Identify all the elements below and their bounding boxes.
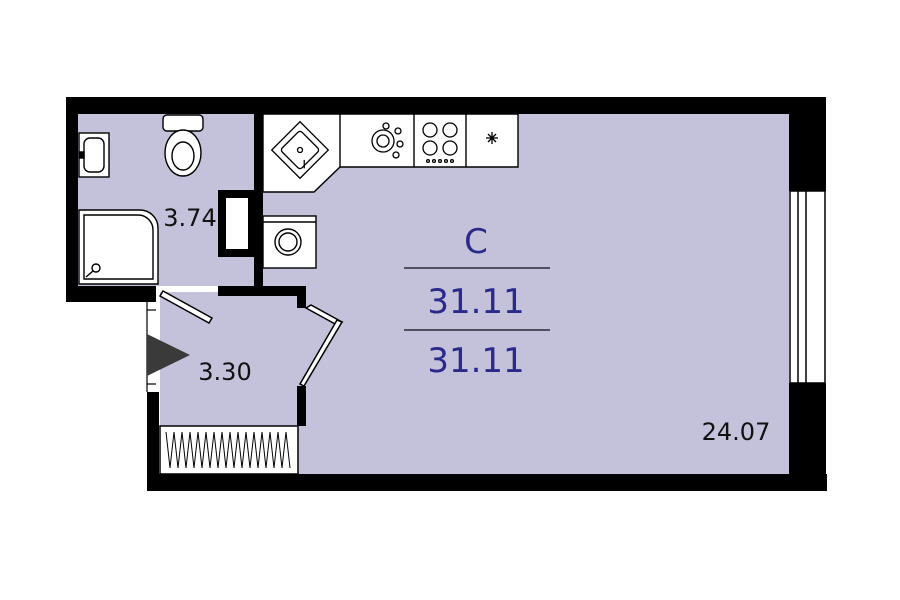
fridge-icon — [486, 132, 498, 144]
apartment-type-label: С — [464, 222, 488, 262]
main-room-floor — [262, 114, 789, 474]
entrance-arrow-icon — [147, 334, 190, 376]
wall-right-lower — [789, 383, 826, 491]
wall-bathroom-bottom — [66, 286, 156, 302]
hallway-area-label: 3.30 — [198, 358, 251, 386]
walls — [66, 97, 827, 491]
wall-top — [66, 97, 826, 114]
wall-hallway-right — [297, 286, 306, 308]
wardrobe-icon — [159, 425, 299, 475]
window — [789, 190, 826, 384]
wall-right-upper — [789, 97, 826, 191]
kitchen-sink-icon — [270, 120, 330, 180]
main-room-door — [298, 304, 344, 387]
total-area-label: 31.11 — [427, 282, 524, 322]
wall-partition-vertical — [254, 114, 263, 290]
washbasin-icon — [78, 132, 110, 178]
wall-hallway-right-lower — [297, 386, 306, 426]
bathroom-area-label: 3.74 — [163, 204, 216, 232]
toilet-icon — [162, 114, 204, 177]
area-dividers — [404, 267, 550, 331]
wall-partition-niche — [218, 286, 306, 296]
wall-bottom — [147, 474, 827, 491]
shower-icon — [78, 209, 159, 285]
stove-icon — [422, 122, 458, 164]
living-area-label: 31.11 — [427, 341, 524, 381]
wall-left-lower — [147, 392, 159, 490]
main-room-area-label: 24.07 — [702, 418, 771, 446]
bathroom-door — [158, 289, 214, 325]
wall-left-upper — [66, 97, 78, 302]
ventilation-shaft-icon — [218, 190, 254, 257]
washing-machine-icon — [262, 215, 317, 269]
dishwasher-icon — [371, 122, 404, 159]
